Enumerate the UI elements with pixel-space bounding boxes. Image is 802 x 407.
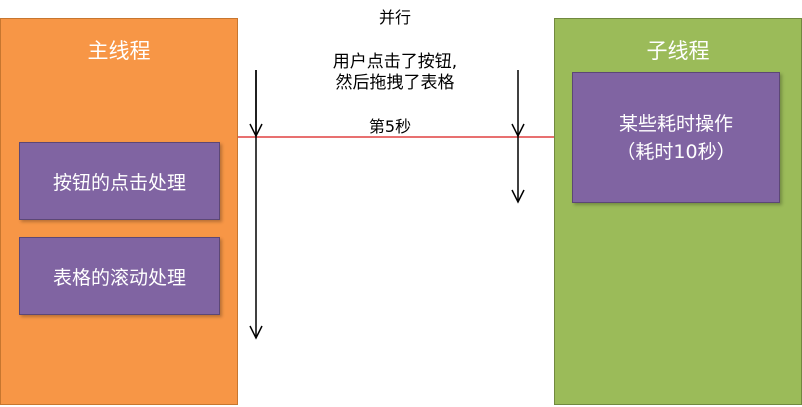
user-action-line-2: 然后拖拽了表格 xyxy=(335,73,455,93)
task-line-2: （耗时10秒） xyxy=(616,140,736,163)
main-thread-short-arrow xyxy=(249,70,263,138)
fifth-second-label: 第5秒 xyxy=(368,117,412,136)
sub-thread-timeline-arrow xyxy=(511,70,525,204)
user-action-line-1: 用户点击了按钮, xyxy=(332,52,458,72)
button-click-handling-box: 按钮的点击处理 xyxy=(19,142,220,220)
parallel-label: 并行 xyxy=(378,8,411,27)
time-consuming-task-box: 某些耗时操作 （耗时10秒） xyxy=(572,72,780,203)
main-thread-title: 主线程 xyxy=(87,39,151,63)
task-line-1: 某些耗时操作 xyxy=(618,112,733,135)
user-action-label: 用户点击了按钮, 然后拖拽了表格 xyxy=(300,52,490,94)
table-scroll-handling-box: 表格的滚动处理 xyxy=(19,237,220,315)
sub-thread-title: 子线程 xyxy=(646,39,710,63)
